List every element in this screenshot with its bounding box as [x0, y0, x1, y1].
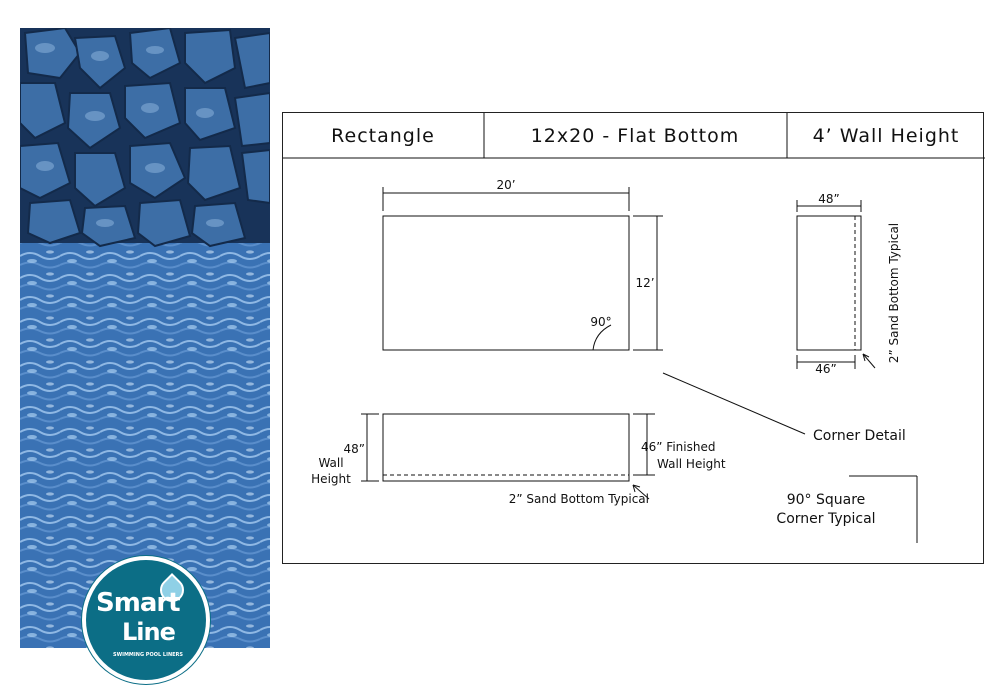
- elevation-wall-label-2: Height: [311, 472, 351, 486]
- corner-detail-label: Corner Detail: [813, 428, 906, 444]
- finished-height-label-2: Wall Height: [657, 457, 726, 471]
- elevation-rect: [382, 413, 630, 482]
- elevation-sand-leader: [632, 484, 650, 500]
- corner-detail-leader: [662, 372, 806, 435]
- square-corner-note-2: Corner Typical: [776, 511, 875, 527]
- logo-tagline: SWIMMING POOL LINERS: [112, 652, 183, 658]
- logo-word-line: Line: [122, 618, 176, 646]
- logo-word-smart: Smart: [96, 588, 181, 618]
- size-bottom-cell: 12x20 - Flat Bottom: [531, 125, 740, 147]
- corner-top-dim-label: 48”: [818, 192, 840, 206]
- liner-pattern-image: [20, 28, 270, 648]
- pool-spec-drawing: Rectangle 12x20 - Flat Bottom 4’ Wall He…: [282, 112, 985, 564]
- width-dim-label: 12’: [635, 276, 654, 290]
- corner-sand-leader: [862, 353, 876, 369]
- square-corner-note-1: 90° Square: [787, 492, 866, 508]
- elevation-height-label: 48”: [344, 442, 366, 456]
- smartline-logo: Smart Line SWIMMING POOL LINERS: [86, 560, 206, 680]
- corner-angle-arc: [592, 324, 612, 351]
- corner-bottom-dim-label: 46”: [815, 362, 837, 376]
- corner-sand-note: 2” Sand Bottom Typical: [887, 223, 901, 363]
- corner-detail-rect: [796, 215, 862, 351]
- corner-sand-arrow: [862, 353, 870, 362]
- elevation-sand-arrow: [632, 484, 641, 493]
- finished-height-label-1: 46” Finished: [641, 440, 715, 454]
- wall-height-cell: 4’ Wall Height: [813, 125, 960, 147]
- corner-angle-label: 90°: [590, 315, 611, 329]
- shape-cell: Rectangle: [331, 125, 435, 147]
- drawing-canvas: Rectangle 12x20 - Flat Bottom 4’ Wall He…: [283, 113, 985, 543]
- pool-plan-rect: [382, 215, 630, 351]
- liner-pattern-swatch: [20, 28, 270, 648]
- elevation-wall-label-1: Wall: [318, 456, 343, 470]
- length-dim-label: 20’: [496, 178, 515, 192]
- elevation-sand-note: 2” Sand Bottom Typical: [509, 492, 649, 506]
